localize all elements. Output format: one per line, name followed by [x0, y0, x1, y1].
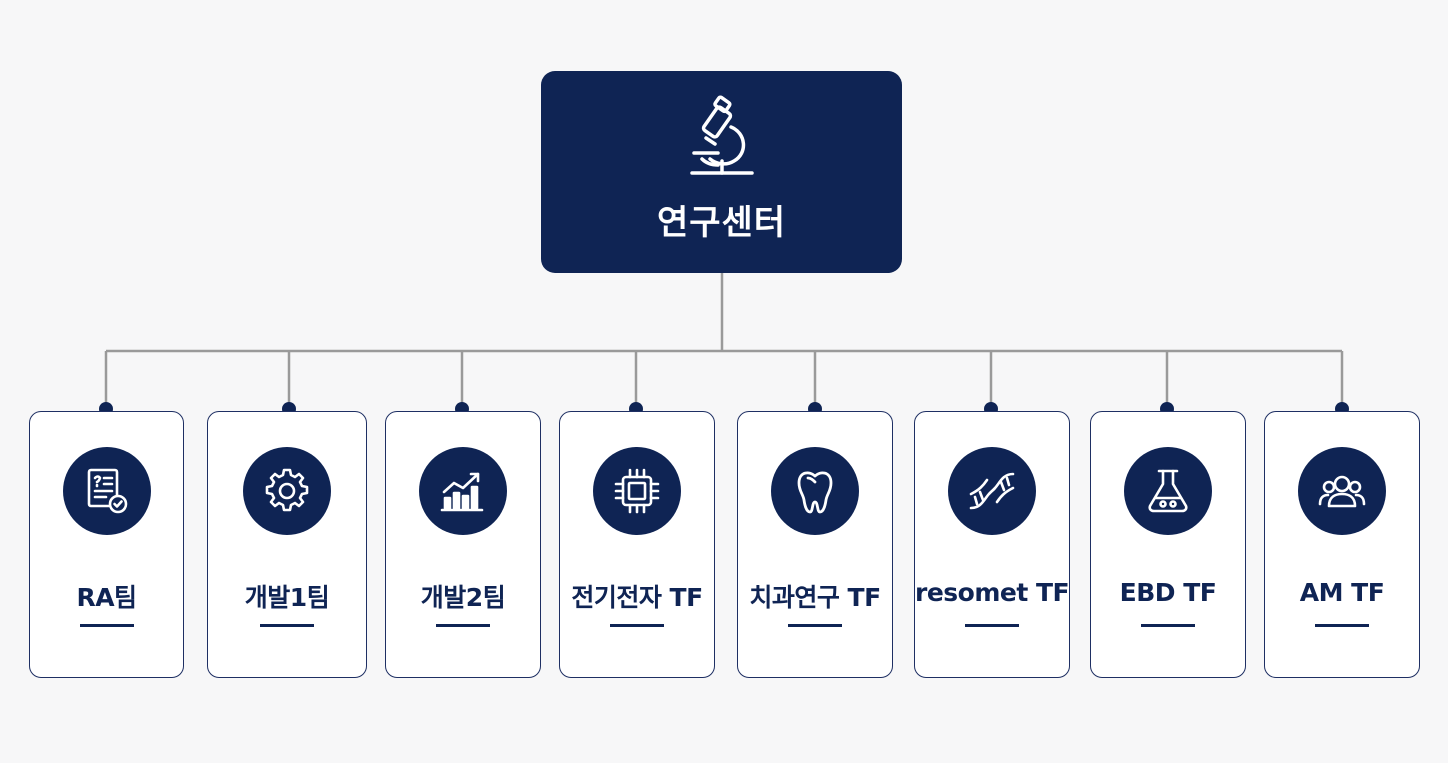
team-label: EBD TF — [1119, 578, 1217, 607]
team-card-resomet[interactable]: resomet TF — [914, 411, 1070, 678]
team-underline — [79, 624, 134, 627]
team-underline — [260, 624, 314, 627]
team-icon-badge — [948, 447, 1036, 535]
team-label: RA팀 — [76, 583, 137, 612]
team-icon-badge — [593, 447, 681, 535]
team-icon-badge — [62, 447, 151, 535]
team-card-am[interactable]: AM TF — [1264, 411, 1420, 678]
team-card-ra[interactable]: RA팀 — [29, 411, 184, 678]
team-label: AM TF — [1299, 578, 1385, 607]
team-card-electronics[interactable]: 전기전자 TF — [559, 411, 715, 678]
team-underline — [1315, 624, 1369, 627]
team-icon-badge — [419, 447, 507, 535]
team-card-dental[interactable]: 치과연구 TF — [737, 411, 893, 678]
flask-icon — [1148, 469, 1188, 513]
team-label: 개발1팀 — [244, 583, 330, 612]
team-underline — [436, 624, 490, 627]
team-card-dev1[interactable]: 개발1팀 — [207, 411, 367, 678]
root-node-research-center[interactable]: 연구센터 — [541, 71, 902, 273]
team-card-ebd[interactable]: EBD TF — [1090, 411, 1246, 678]
gear-icon — [265, 468, 309, 512]
team-icon-badge — [1124, 447, 1212, 535]
growth-chart-icon — [440, 472, 484, 512]
root-title: 연구센터 — [656, 202, 787, 243]
team-icon-badge — [771, 447, 859, 535]
microscope-icon — [689, 94, 754, 175]
team-card-dev2[interactable]: 개발2팀 — [385, 411, 541, 678]
team-underline — [965, 624, 1019, 627]
team-underline — [788, 624, 842, 627]
tooth-icon — [797, 471, 833, 514]
team-icon-badge — [1298, 447, 1386, 535]
team-underline — [610, 624, 664, 627]
team-label: 전기전자 TF — [571, 583, 703, 612]
dna-icon — [969, 472, 1015, 510]
chip-icon — [614, 468, 660, 514]
team-label: 개발2팀 — [420, 583, 506, 612]
team-people-icon — [1318, 475, 1366, 508]
team-icon-badge — [243, 447, 331, 535]
document-check-icon — [87, 468, 127, 514]
team-label: resomet TF — [915, 578, 1070, 607]
team-underline — [1141, 624, 1195, 627]
team-label: 치과연구 TF — [749, 583, 881, 612]
